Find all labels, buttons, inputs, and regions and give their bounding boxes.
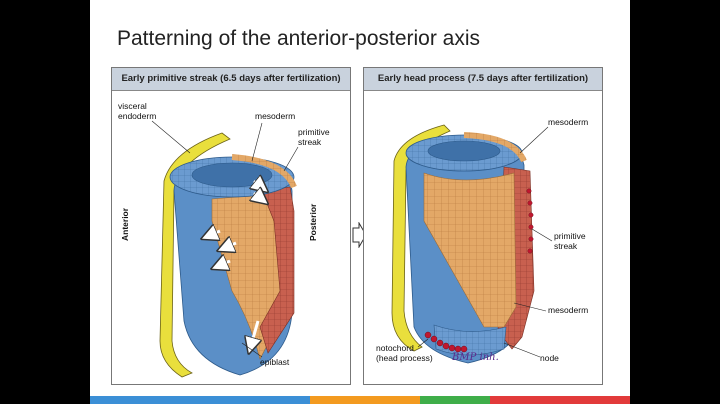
label-mesoderm-bottom: mesoderm xyxy=(548,305,588,315)
label-anterior: Anterior xyxy=(120,207,130,241)
label-primitive: primitive xyxy=(554,231,586,241)
handwritten-annotation: BMP inh. xyxy=(452,352,499,363)
bottom-color-bar xyxy=(90,396,630,404)
panel-early-primitive-streak: Early primitive streak (6.5 days after f… xyxy=(111,67,351,385)
label-mesoderm-top: mesoderm xyxy=(548,117,588,127)
bar-segment-green xyxy=(420,396,490,404)
mesoderm-sheet xyxy=(423,172,517,328)
label-head-process: (head process) xyxy=(376,353,433,363)
bar-segment-blue xyxy=(90,396,200,404)
label-posterior: Posterior xyxy=(308,203,318,241)
panel-header-left: Early primitive streak (6.5 days after f… xyxy=(112,68,350,91)
cup-opening xyxy=(427,140,501,162)
bar-segment-blue-2 xyxy=(200,396,310,404)
label-epiblast: epiblast xyxy=(260,357,290,367)
notochord-cells xyxy=(424,331,468,353)
panel-header-right: Early head process (7.5 days after ferti… xyxy=(364,68,602,91)
label-streak: streak xyxy=(298,137,322,147)
bar-segment-red xyxy=(490,396,630,404)
cup-opening xyxy=(191,162,273,188)
primitive-streak xyxy=(259,186,295,354)
label-streak: streak xyxy=(554,241,578,251)
label-node: node xyxy=(540,353,559,363)
label-mesoderm: mesoderm xyxy=(255,111,295,121)
label-endoderm: endoderm xyxy=(118,111,156,121)
embryo-diagram-left: visceral endoderm mesoderm primitive str… xyxy=(118,101,330,378)
slide: Patterning of the anterior-posterior axi… xyxy=(90,0,630,404)
label-primitive: primitive xyxy=(298,127,330,137)
embryo-diagram-right: mesoderm primitive streak mesoderm notoc… xyxy=(376,117,588,364)
slide-title: Patterning of the anterior-posterior axi… xyxy=(117,27,481,50)
bar-segment-orange xyxy=(310,396,420,404)
label-notochord: notochord xyxy=(376,343,414,353)
label-visceral: visceral xyxy=(118,101,147,111)
next-stage-chevron-icon xyxy=(352,222,367,248)
panel-early-head-process: Early head process (7.5 days after ferti… xyxy=(363,67,603,385)
migration-arrows xyxy=(206,181,264,349)
